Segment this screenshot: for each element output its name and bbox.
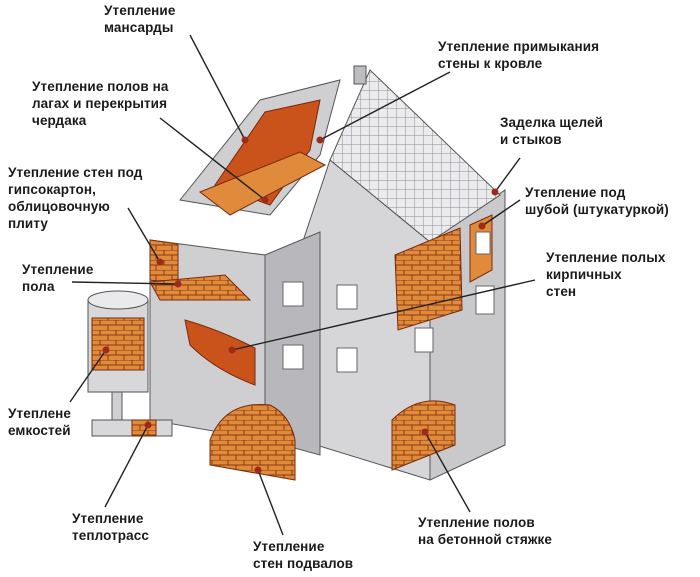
window (475, 231, 491, 255)
label-floors-on-joists: Утепление полов на лагах и перекрытия че… (32, 79, 169, 128)
leader-gaps (494, 157, 521, 193)
leader-walls-drywall (127, 207, 161, 263)
windows (282, 231, 495, 373)
label-wall-roof-junction: Утепление примыкания стены к кровле (438, 39, 600, 71)
brick-wall-insulation (394, 227, 463, 331)
attic-floor-insulation (198, 151, 327, 216)
chimney (353, 65, 367, 85)
basement-wall-insulation (209, 403, 296, 481)
leader-hollow-walls (231, 279, 536, 351)
window (282, 281, 304, 307)
label-concrete-screed-floors: Утепление полов на бетонной стяжке (418, 515, 552, 547)
floor-insulation (149, 274, 252, 301)
label-basement-walls: Утепление стен подвалов (253, 539, 354, 571)
screed-floor-insulation (391, 400, 456, 471)
hollow-wall-insulation (184, 319, 256, 386)
label-gaps-and-joints: Заделка щелей и стыков (500, 115, 604, 147)
window (414, 327, 434, 353)
leader-basement (257, 469, 284, 536)
leader-plaster (481, 199, 521, 227)
label-walls-under-drywall: Утепление стен под гипсокартон, облицово… (8, 165, 143, 231)
label-walls-under-plaster: Утепление под шубой (штукатуркой) (525, 185, 669, 217)
leader-heating (104, 424, 149, 508)
leader-wall-roof (319, 71, 451, 141)
wall-drywall-insulation (149, 239, 179, 286)
label-attic: Утепление мансарды (104, 3, 176, 35)
house-illustration (87, 65, 506, 481)
leader-floor (71, 281, 179, 285)
leader-endpoints (102, 136, 499, 474)
leader-attic (189, 34, 246, 141)
tank (87, 290, 149, 421)
label-tanks: Утеплене емкостей (8, 406, 72, 438)
window (282, 344, 304, 370)
label-heating-mains: Утепление теплотрасс (72, 511, 149, 543)
label-floor: Утепление пола (22, 262, 94, 294)
leader-lines (69, 34, 536, 536)
left-side-wall (264, 231, 321, 456)
leader-tanks (69, 349, 107, 403)
leader-floors-on-joists (159, 117, 266, 201)
heating-pipe (91, 419, 173, 437)
label-hollow-brick-walls: Утепление полых кирпичных стен (546, 250, 666, 299)
window (336, 347, 358, 373)
leader-screed (424, 431, 471, 513)
window (336, 284, 358, 310)
